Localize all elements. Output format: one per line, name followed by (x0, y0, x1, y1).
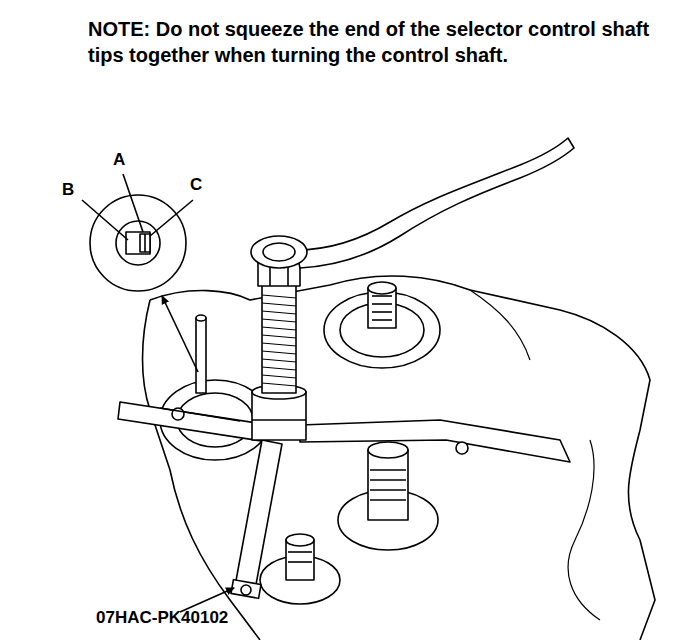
callout-letter: B (62, 180, 74, 200)
callout-letter: C (190, 175, 202, 195)
callout-letter: A (113, 150, 125, 170)
note-text: NOTE: Do not squeeze the end of the sele… (88, 16, 663, 68)
tool-number: 07HAC-PK40102 (96, 608, 228, 628)
